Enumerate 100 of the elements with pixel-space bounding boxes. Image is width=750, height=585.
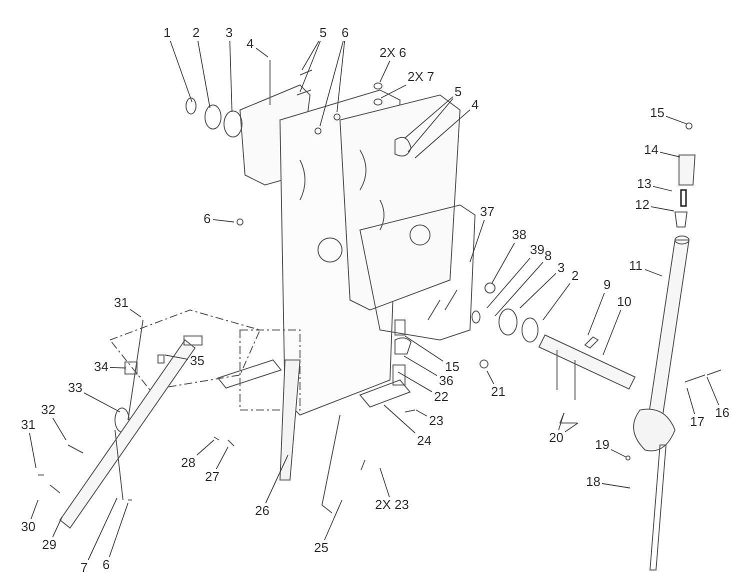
leader-line (324, 500, 342, 540)
callout-number: 17 (690, 415, 704, 429)
leader-line (197, 40, 210, 108)
callout-number: 34 (94, 360, 108, 374)
leader-line (170, 40, 192, 102)
callout-number: 5 (320, 26, 327, 40)
callout-number: 19 (595, 438, 610, 452)
callout-number: 2X 6 (380, 46, 406, 60)
callout-number: 2 (572, 269, 579, 283)
leader-line (30, 500, 38, 520)
leader-line (494, 262, 544, 316)
callout-number: 37 (480, 205, 494, 219)
leader-line (320, 40, 344, 126)
callout-number: 25 (314, 541, 328, 555)
callout-number: 23 (429, 414, 444, 428)
leader-line (602, 310, 622, 356)
callout-number: 6 (204, 212, 211, 226)
callout-number: 3 (558, 261, 565, 275)
callout-number: 39 (530, 243, 544, 257)
leader-line (404, 336, 444, 362)
leader-line (486, 370, 494, 384)
leader-line (414, 109, 470, 158)
leader-line (380, 60, 390, 82)
callout-number: 8 (544, 249, 552, 263)
leader-line (588, 292, 605, 336)
callout-number: 10 (617, 295, 632, 309)
callout-number: 14 (644, 143, 658, 157)
leader-line (336, 40, 346, 112)
leader-line (29, 432, 36, 468)
callout-number: 26 (255, 504, 270, 518)
callout-number: 30 (21, 520, 36, 534)
callout-number: 27 (205, 470, 220, 484)
callout-number: 2X 23 (375, 498, 409, 512)
callout-number: 29 (42, 538, 56, 552)
callout-number: 33 (68, 381, 82, 395)
callout-number: 21 (491, 385, 506, 399)
leader-line (108, 502, 128, 558)
leader-line (404, 356, 438, 376)
leader-line (470, 220, 485, 262)
callout-number: 13 (637, 177, 652, 191)
callout-number: 31 (114, 296, 128, 310)
leader-line (602, 483, 630, 488)
callout-number: 20 (549, 431, 564, 445)
leader-line (644, 269, 662, 276)
leader-line (404, 96, 454, 138)
leader-line (212, 219, 234, 222)
leader-line (558, 412, 564, 430)
leader-line (196, 440, 214, 456)
leader-line (52, 516, 62, 538)
callout-number: 15 (445, 360, 460, 374)
leader-line (706, 376, 720, 406)
leader-line (380, 84, 407, 98)
leader-line (384, 404, 416, 434)
leader-line (302, 40, 320, 70)
callout-number: 16 (715, 406, 730, 420)
callout-number: 2 (192, 26, 200, 40)
leader-line (564, 422, 578, 432)
leader-line (380, 468, 390, 498)
leader-line (300, 40, 321, 92)
leader-line (229, 40, 232, 112)
leader-line (130, 308, 142, 318)
leader-line (216, 446, 228, 470)
callout-number: 24 (417, 434, 432, 448)
callout-number: 2X 7 (408, 70, 434, 84)
callout-number: 4 (246, 37, 254, 51)
callout-number: 31 (21, 418, 36, 432)
callout-number: 36 (439, 374, 454, 388)
callout-number: 18 (586, 475, 600, 489)
leader-line (84, 392, 120, 412)
callout-number: 15 (650, 106, 664, 120)
leader-line (256, 48, 268, 58)
leader-line (666, 116, 688, 124)
callout-number: 4 (472, 98, 479, 112)
leader-line (660, 152, 680, 158)
callout-number: 6 (102, 558, 110, 572)
callout-number: 35 (190, 354, 204, 368)
leader-line (52, 418, 66, 440)
leader-line (542, 282, 570, 320)
leader-line (265, 454, 288, 504)
callout-number: 32 (41, 403, 56, 417)
leader-line (610, 449, 626, 458)
callout-number: 3 (226, 26, 233, 40)
callout-number: 11 (629, 259, 642, 273)
leader-line (408, 98, 454, 152)
callout-number: 12 (635, 198, 650, 212)
callout-number: 7 (80, 561, 88, 575)
leader-line (520, 272, 556, 308)
callout-number: 28 (181, 456, 196, 470)
leader-line (164, 354, 188, 360)
leader-line (88, 498, 118, 560)
leader-line (492, 242, 515, 284)
leader-line (486, 258, 531, 308)
leader-line (110, 366, 126, 368)
leader-line (652, 186, 672, 192)
callout-number: 38 (512, 228, 526, 242)
callout-number: 9 (604, 278, 611, 292)
leader-line (416, 410, 428, 417)
callout-number: 6 (342, 26, 349, 40)
callout-number: 22 (434, 390, 448, 404)
leader-line (398, 372, 432, 392)
